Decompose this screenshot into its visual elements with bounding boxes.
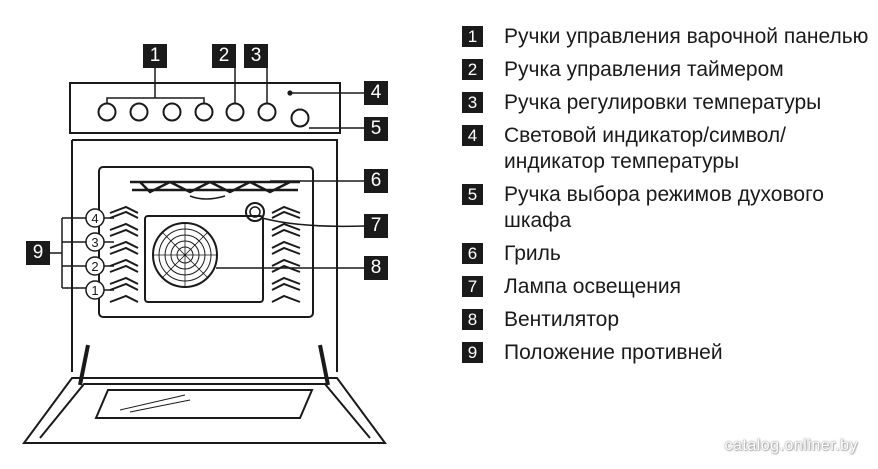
callout-2: 2 [212,44,236,68]
right-shelf-runners [271,205,301,303]
control-panel [69,82,341,134]
indicator-light [287,90,293,96]
oven-body [72,139,338,372]
legend-text: Ручки управления варочной панелью [504,25,869,48]
legend-text: Ручка выбора режимов духового шкафа [504,183,824,232]
legend-item: 3 Ручка регулировки температуры [462,90,872,116]
legend-item: 1 Ручки управления варочной панелью [462,24,872,50]
callout-7: 7 [364,214,388,238]
door-glass [94,389,314,419]
callout-8: 8 [364,256,388,280]
legend-text: Гриль [504,242,561,265]
oven-lamp [245,202,265,222]
watermark: catalog.onliner.by [724,437,858,454]
left-shelf-runners [109,205,139,303]
legend-text: Световой индикатор/символ/ индикатор тем… [504,124,786,173]
oven-door [22,377,387,444]
mode-knob [290,108,310,128]
fan-cover [144,215,264,303]
legend: 1 Ручки управления варочной панелью 2 Ру… [462,24,872,373]
callout-6: 6 [364,169,388,193]
callout-4: 4 [364,81,388,105]
legend-text: Ручка управления таймером [504,58,784,81]
legend-badge: 5 [462,184,483,205]
shelf-position-label: 2 [91,259,98,274]
legend-text: Ручка регулировки температуры [504,91,822,114]
legend-item: 6 Гриль [462,241,872,267]
legend-badge: 7 [462,276,483,297]
legend-badge: 9 [462,342,483,363]
shelf-position-label: 1 [91,283,98,298]
timer-knob [225,102,245,122]
legend-item: 2 Ручка управления таймером [462,57,872,83]
legend-text: Лампа освещения [504,275,681,298]
legend-item: 9 Положение противней [462,340,872,366]
legend-badge: 3 [462,92,483,113]
grill-element [130,180,300,194]
callout-1: 1 [143,44,167,68]
legend-badge: 2 [462,59,483,80]
legend-badge: 1 [462,26,483,47]
legend-item: 7 Лампа освещения [462,274,872,300]
legend-badge: 4 [462,125,483,146]
shelf-position-label: 3 [91,235,98,250]
legend-badge: 6 [462,243,483,264]
legend-text: Положение противней [504,341,723,364]
callout-5: 5 [364,117,388,141]
hob-knob [97,102,117,122]
legend-item: 4 Световой индикатор/символ/ индикатор т… [462,123,872,175]
hob-knob [162,102,182,122]
callout-3: 3 [244,44,268,68]
hob-knob [129,102,149,122]
legend-item: 5 Ручка выбора режимов духового шкафа [462,182,872,234]
legend-item: 8 Вентилятор [462,307,872,333]
hob-knob [194,102,214,122]
legend-text: Вентилятор [504,308,619,331]
oven-diagram: 4 3 2 1 [22,68,387,444]
shelf-position-label: 4 [91,211,98,226]
callout-9: 9 [26,241,50,265]
temperature-knob [257,102,277,122]
legend-badge: 8 [462,309,483,330]
